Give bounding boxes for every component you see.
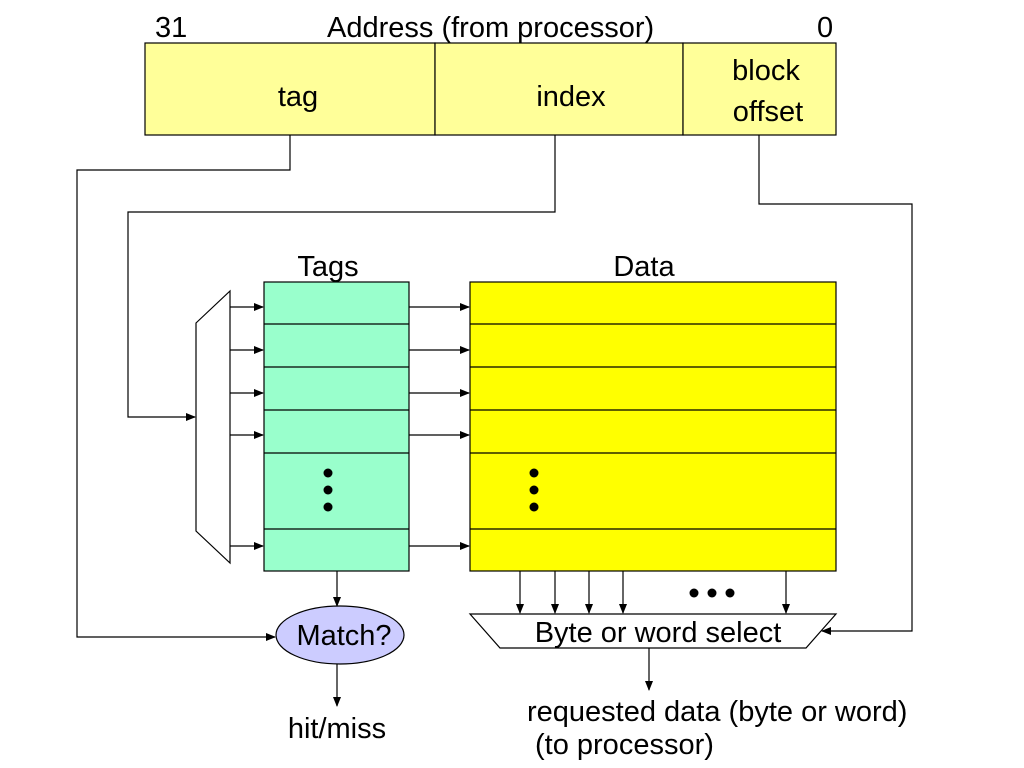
index-wire <box>127 135 556 421</box>
tags-array-title: Tags <box>297 251 358 283</box>
data-to-select-arrows <box>516 571 790 614</box>
address-field-index <box>434 42 684 136</box>
tag-wire <box>76 135 291 641</box>
address-high-bit: 31 <box>155 12 187 44</box>
data-ellipsis <box>529 468 539 512</box>
block-offset-label-line2: offset <box>733 96 803 128</box>
select-label: Byte or word select <box>535 617 782 649</box>
data-array <box>469 281 837 572</box>
index-decoder <box>195 289 231 565</box>
address-register <box>144 42 837 136</box>
tag-field-label: tag <box>278 81 318 113</box>
address-field-block-offset <box>682 42 837 136</box>
address-low-bit: 0 <box>817 12 833 44</box>
offset-wire <box>758 135 913 635</box>
decoder-output-arrows <box>230 303 264 550</box>
byte-word-select-mux <box>468 613 838 649</box>
index-field-label: index <box>536 81 606 113</box>
hit-miss-label: hit/miss <box>288 713 386 745</box>
address-field-tag <box>144 42 436 136</box>
address-title: Address (from processor) <box>327 12 654 44</box>
output-label-line2: (to processor) <box>535 729 714 761</box>
tags-ellipsis <box>323 468 333 512</box>
match-label: Match? <box>296 620 391 652</box>
block-offset-label-line1: block <box>732 55 800 87</box>
tags-array <box>263 281 410 572</box>
select-ellipsis <box>689 588 735 598</box>
output-label-line1: requested data (byte or word) <box>527 696 907 728</box>
data-array-title: Data <box>613 251 675 283</box>
tags-to-data-arrows <box>409 303 470 550</box>
match-comparator <box>275 605 405 665</box>
